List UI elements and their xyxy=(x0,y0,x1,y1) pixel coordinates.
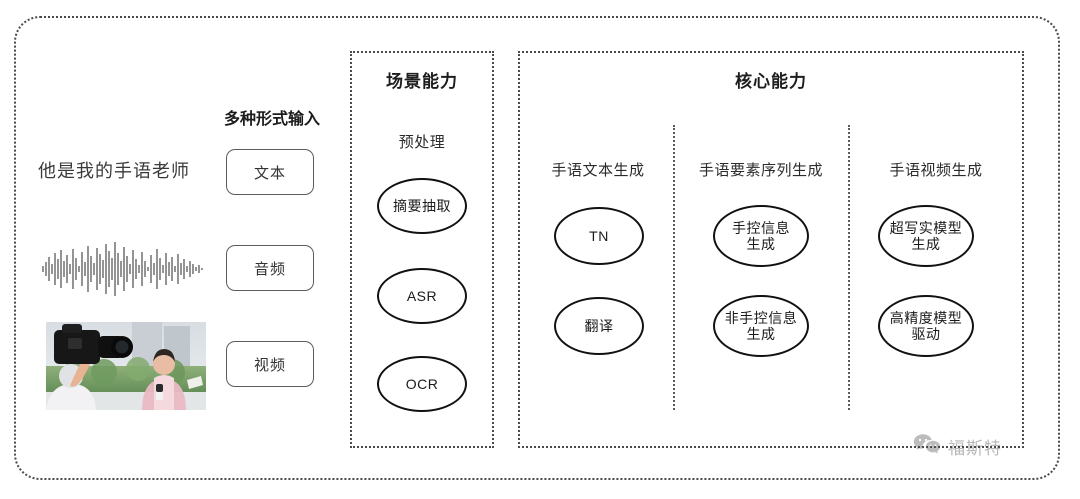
input-section-heading: 多种形式输入 xyxy=(223,111,320,128)
core-capability-box xyxy=(518,51,1024,448)
core-column-label-sign-video-generation: 手语视频生成 xyxy=(889,162,983,179)
core-column-divider-1 xyxy=(673,125,675,410)
node-non-manual-info-generation-label: 非手控信息 生成 xyxy=(724,309,798,342)
node-translation[interactable]: 翻译 xyxy=(554,297,644,355)
input-chip-text[interactable]: 文本 xyxy=(226,149,314,195)
node-hyperreal-model-generation-label: 超写实模型 生成 xyxy=(889,219,963,252)
node-hyperreal-model-generation[interactable]: 超写实模型 生成 xyxy=(878,205,974,267)
scene-capability-box xyxy=(350,51,494,448)
node-translation-label: 翻译 xyxy=(584,317,614,334)
node-high-precision-model-driving[interactable]: 高精度模型 驱动 xyxy=(878,295,974,357)
core-capability-title: 核心能力 xyxy=(735,72,807,91)
node-ocr[interactable]: OCR xyxy=(377,356,467,412)
core-column-label-sign-element-sequence-generation: 手语要素序列生成 xyxy=(698,162,823,179)
input-chip-audio[interactable]: 音频 xyxy=(226,245,314,291)
node-ocr-label: OCR xyxy=(405,375,439,392)
node-tn-label: TN xyxy=(589,227,609,244)
outer-frame xyxy=(14,16,1060,480)
sample-input-text: 他是我的手语老师 xyxy=(38,161,190,181)
core-column-divider-2 xyxy=(848,125,850,410)
node-asr-label: ASR xyxy=(406,287,438,304)
node-asr[interactable]: ASR xyxy=(377,268,467,324)
input-chip-video-label: 视频 xyxy=(253,356,286,374)
node-high-precision-model-driving-label: 高精度模型 驱动 xyxy=(889,309,963,342)
node-manual-info-generation[interactable]: 手控信息 生成 xyxy=(713,205,809,267)
node-tn[interactable]: TN xyxy=(554,207,644,265)
watermark: 福斯特 xyxy=(912,432,1002,461)
node-non-manual-info-generation[interactable]: 非手控信息 生成 xyxy=(713,295,809,357)
input-chip-audio-label: 音频 xyxy=(253,260,286,278)
scene-column-label-preprocess: 预处理 xyxy=(398,134,446,151)
video-thumbnail-image xyxy=(46,322,206,410)
input-chip-text-label: 文本 xyxy=(253,164,286,182)
node-summary-extraction-label: 摘要抽取 xyxy=(393,197,451,214)
scene-capability-title: 场景能力 xyxy=(386,72,458,91)
watermark-text: 福斯特 xyxy=(948,439,1002,458)
wechat-icon xyxy=(912,432,942,461)
node-manual-info-generation-label: 手控信息 生成 xyxy=(732,219,790,252)
input-chip-video[interactable]: 视频 xyxy=(226,341,314,387)
core-column-label-sign-text-generation: 手语文本生成 xyxy=(551,162,645,179)
node-summary-extraction[interactable]: 摘要抽取 xyxy=(377,178,467,234)
waveform-icon xyxy=(38,240,208,298)
